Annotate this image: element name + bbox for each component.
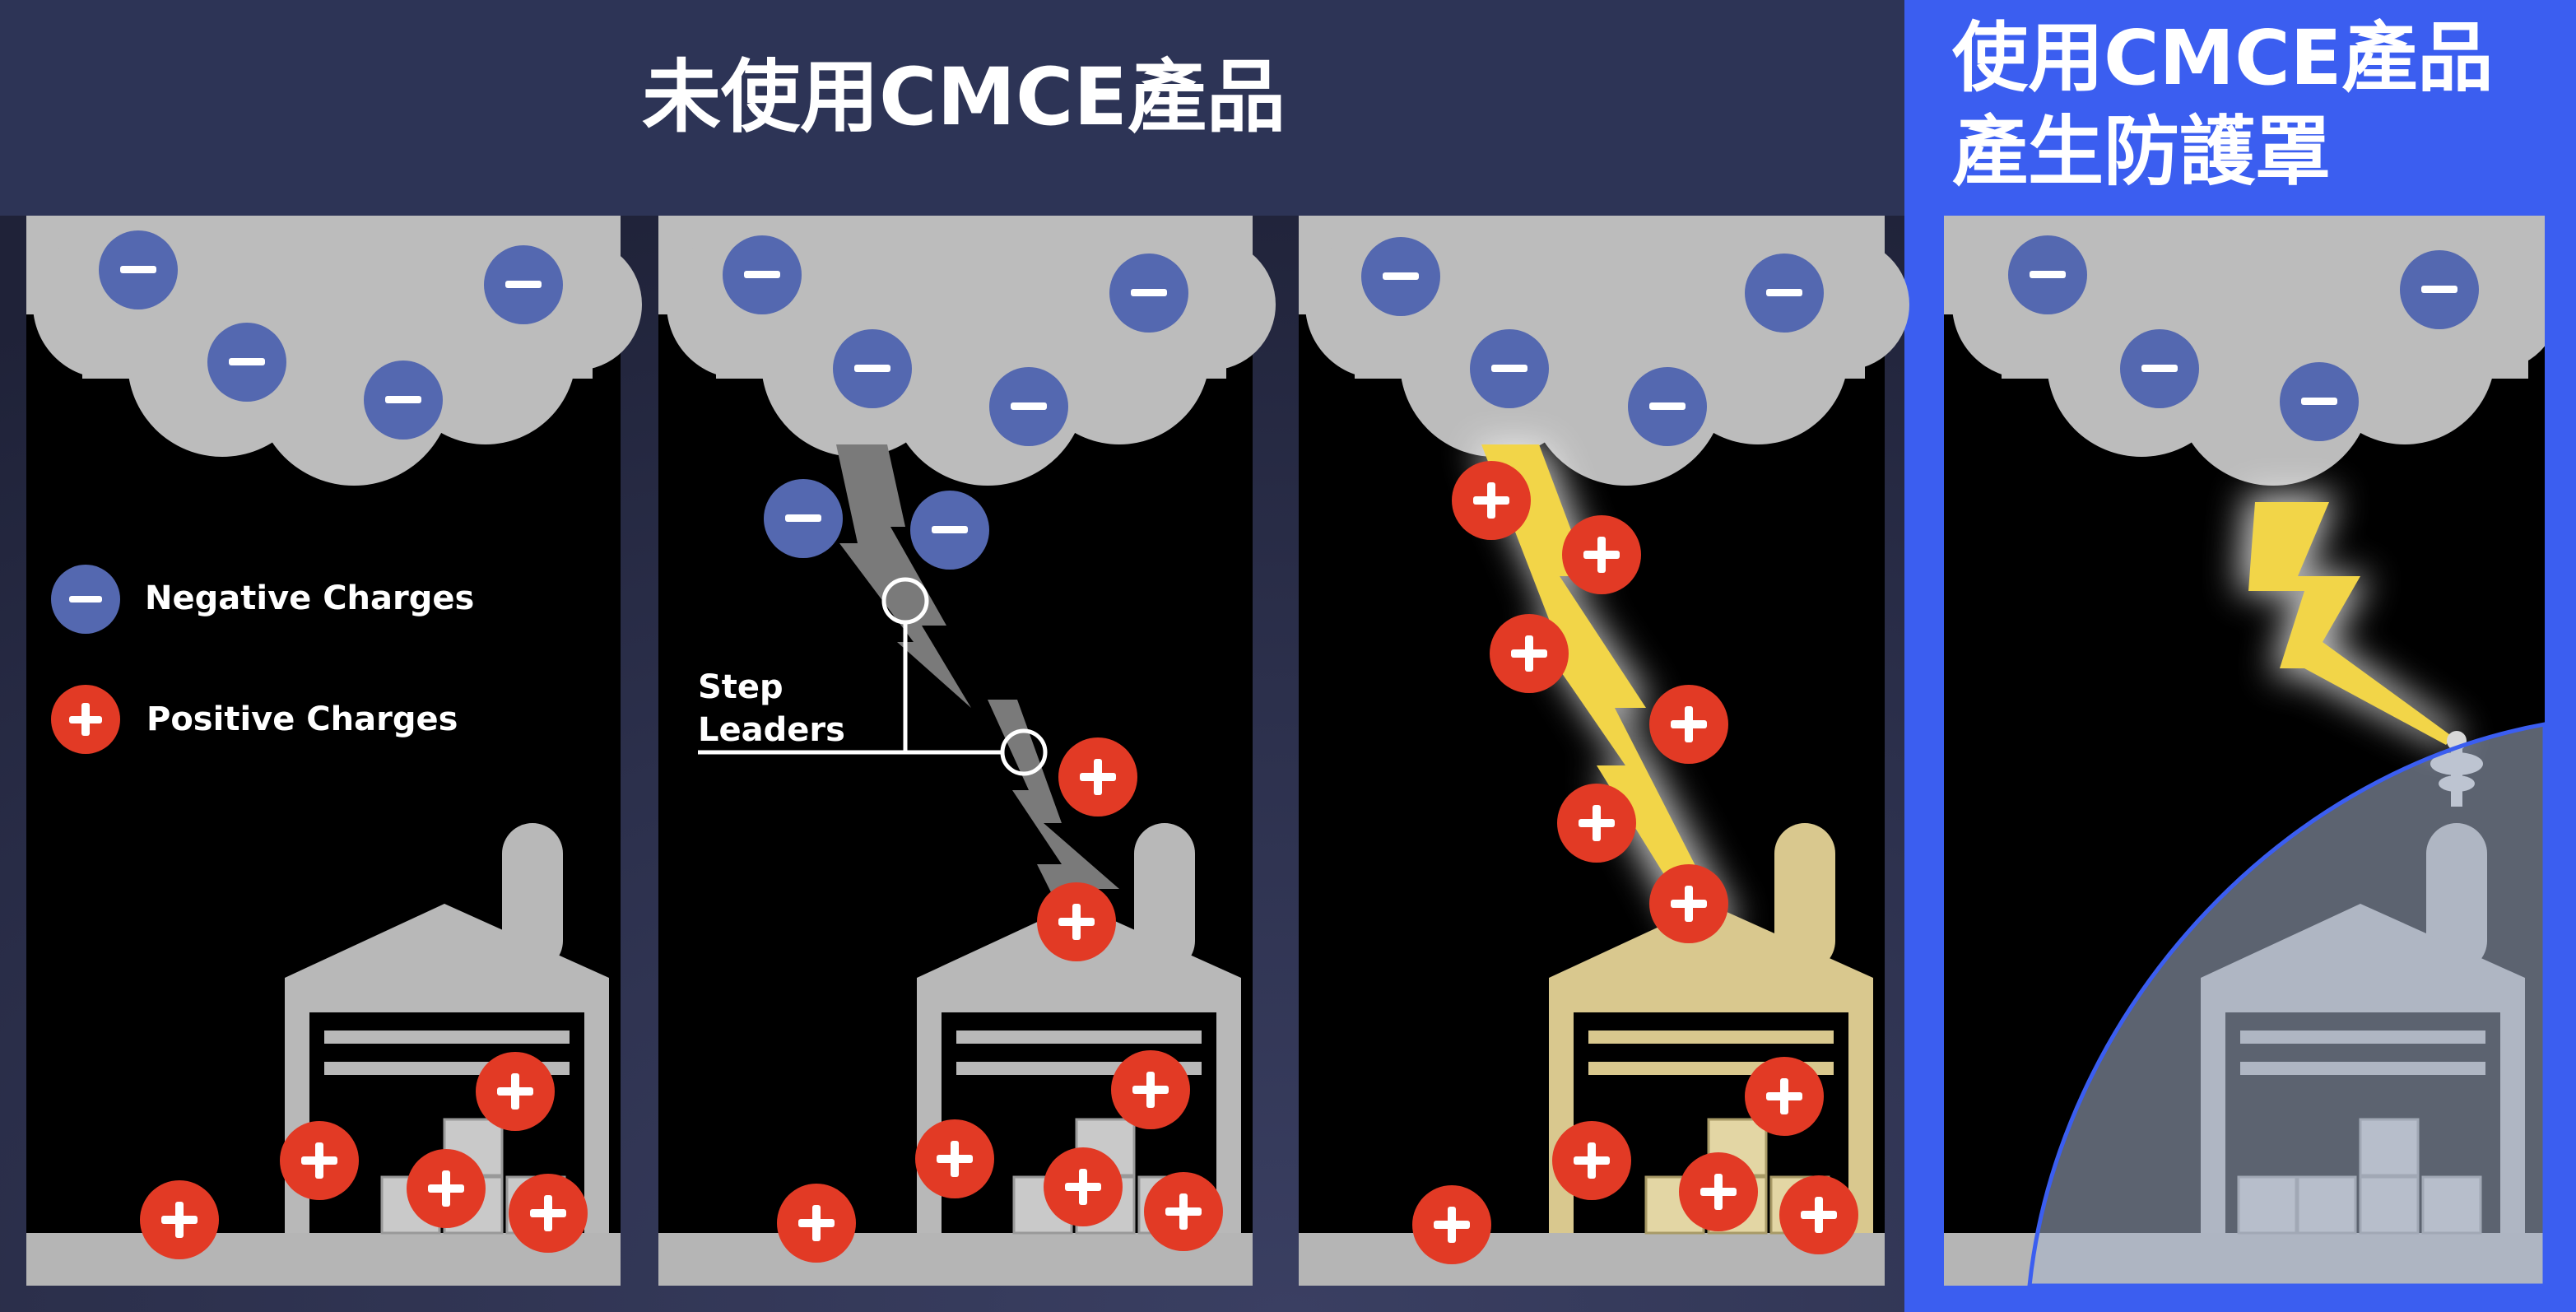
panel-2-building [917,823,1241,1235]
minus-charge-icon [2008,235,2087,314]
title-without-cmce: 未使用CMCE產品 [642,51,1286,143]
plus-charge-icon [140,1180,219,1259]
plus-charge-icon [509,1174,588,1253]
plus-charge-icon [1058,737,1137,817]
minus-charge-icon [207,323,286,402]
panel-2-negative-charges [723,235,1188,570]
minus-charge-icon [1109,254,1188,333]
panel-2-ground [658,1233,1253,1286]
step-leaders-label-line1: Step [698,668,783,706]
panel-3-ground [1299,1233,1885,1286]
plus-charge-icon [280,1121,359,1200]
plus-charge-icon [476,1052,555,1131]
plus-charge-icon [1649,685,1728,764]
plus-charge-icon [1557,784,1636,863]
title-with-cmce-line2: 產生防護罩 [1952,108,2332,196]
panel-4-negative-charges [2008,235,2479,441]
plus-charge-icon [1679,1152,1758,1231]
minus-charge-icon [484,245,563,324]
panel-3-positive-charges [1412,461,1858,1264]
plus-charge-icon [1745,1057,1824,1136]
plus-charge-icon [1779,1175,1858,1254]
protective-shield-dome [2027,722,2545,1286]
plus-charge-icon [777,1184,856,1263]
minus-charge-icon [1628,367,1707,446]
minus-charge-icon [989,367,1068,446]
title-with-cmce: 使用CMCE產品 產生防護罩 [1952,12,2493,199]
minus-charge-icon [910,491,989,570]
legend-negative-icon [51,565,120,634]
panel-3-lightning-bolt [1481,444,1728,938]
minus-charge-icon [364,361,443,440]
plus-charge-icon [915,1119,994,1198]
panel-4-lightning-bolt [2248,502,2453,745]
header-band [0,0,1904,216]
plus-charge-icon [1490,614,1569,693]
plus-charge-icon [1037,882,1116,961]
plus-charge-icon [1452,461,1531,540]
panel-1-negative-charges [99,230,563,440]
minus-charge-icon [723,235,802,314]
minus-charge-icon [2120,329,2199,408]
legend-negative-label: Negative Charges [145,579,475,617]
plus-charge-icon [1552,1121,1631,1200]
minus-charge-icon [2280,362,2359,441]
legend-positive-label: Positive Charges [146,700,458,738]
title-with-cmce-line1: 使用CMCE產品 [1952,14,2494,102]
panel-2-step-leader-markers [698,577,1048,776]
plus-charge-icon [1044,1147,1123,1226]
plus-charge-icon [1649,864,1728,943]
step-leaders-label-line2: Leaders [698,711,845,749]
minus-charge-icon [1745,254,1824,333]
minus-charge-icon [833,329,912,408]
legend-positive-icon [51,685,120,754]
panel-2-positive-charges [777,737,1223,1263]
plus-charge-icon [1412,1185,1491,1264]
minus-charge-icon [1361,237,1440,316]
panel-3-negative-charges [1361,237,1824,446]
minus-charge-icon [99,230,178,309]
minus-charge-icon [2400,250,2479,329]
minus-charge-icon [1470,329,1549,408]
panel-1-positive-charges [140,1052,588,1259]
plus-charge-icon [1144,1172,1223,1251]
plus-charge-icon [407,1149,486,1228]
plus-charge-icon [1562,515,1641,594]
plus-charge-icon [1111,1050,1190,1129]
minus-charge-icon [764,479,843,558]
